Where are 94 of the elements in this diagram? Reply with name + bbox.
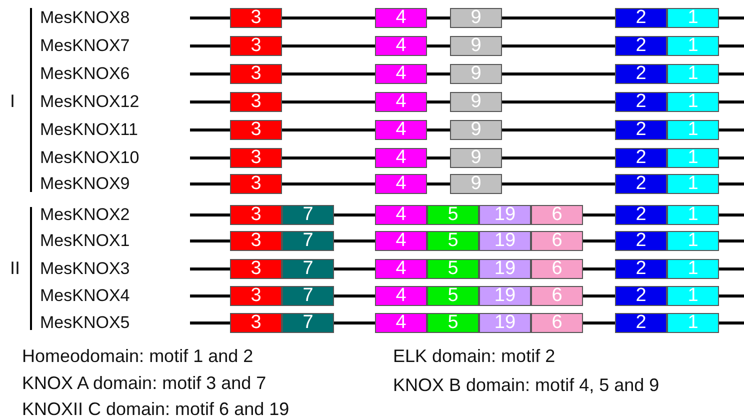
motif-box: 4	[375, 205, 427, 225]
motif-box: 3	[230, 205, 282, 225]
motif-box: 3	[230, 286, 282, 306]
motif-box: 1	[667, 259, 719, 279]
motif-box: 3	[230, 8, 282, 28]
legend-note: ELK domain: motif 2	[393, 346, 556, 368]
motif-box: 1	[667, 286, 719, 306]
motif-box: 3	[230, 174, 282, 194]
motif-box: 1	[667, 231, 719, 251]
motif-box: 3	[230, 148, 282, 168]
motif-box: 9	[450, 36, 502, 56]
group-label: I	[10, 91, 16, 113]
motif-box: 9	[450, 64, 502, 84]
motif-box: 2	[615, 259, 667, 279]
motif-box: 4	[375, 92, 427, 112]
motif-box: 6	[531, 205, 583, 225]
motif-box: 1	[667, 148, 719, 168]
motif-box: 7	[282, 259, 334, 279]
motif-box: 9	[450, 120, 502, 140]
motif-box: 4	[375, 286, 427, 306]
motif-box: 2	[615, 36, 667, 56]
motif-box: 4	[375, 313, 427, 333]
motif-box: 4	[375, 64, 427, 84]
motif-box: 7	[282, 313, 334, 333]
motif-box: 9	[450, 8, 502, 28]
motif-box: 4	[375, 148, 427, 168]
motif-box: 3	[230, 259, 282, 279]
motif-box: 2	[615, 231, 667, 251]
motif-box: 19	[479, 231, 531, 251]
motif-box: 1	[667, 120, 719, 140]
motif-box: 9	[450, 148, 502, 168]
legend-note: KNOX A domain: motif 3 and 7	[22, 373, 266, 395]
legend-note: Homeodomain: motif 1 and 2	[22, 346, 254, 368]
motif-box: 9	[450, 174, 502, 194]
motif-box: 6	[531, 259, 583, 279]
gene-name: MesKNOX7	[40, 36, 130, 56]
motif-box: 2	[615, 64, 667, 84]
motif-box: 19	[479, 286, 531, 306]
motif-box: 1	[667, 174, 719, 194]
gene-name: MesKNOX11	[40, 120, 138, 140]
gene-name: MesKNOX1	[40, 230, 130, 252]
gene-name: MesKNOX10	[40, 148, 140, 168]
motif-box: 19	[479, 205, 531, 225]
motif-box: 3	[230, 313, 282, 333]
motif-box: 9	[450, 92, 502, 112]
motif-box: 2	[615, 120, 667, 140]
motif-box: 7	[282, 231, 334, 251]
motif-box: 4	[375, 259, 427, 279]
motif-box: 3	[230, 92, 282, 112]
motif-box: 19	[479, 259, 531, 279]
motif-box: 19	[479, 313, 531, 333]
motif-box: 6	[531, 313, 583, 333]
motif-box: 5	[427, 259, 479, 279]
motif-box: 2	[615, 148, 667, 168]
motif-box: 5	[427, 313, 479, 333]
motif-box: 7	[282, 286, 334, 306]
motif-box: 1	[667, 36, 719, 56]
gene-name: MesKNOX2	[40, 204, 130, 226]
motif-box: 4	[375, 120, 427, 140]
motif-box: 4	[375, 174, 427, 194]
motif-box: 2	[615, 313, 667, 333]
group-label: II	[10, 258, 20, 280]
motif-box: 2	[615, 286, 667, 306]
motif-box: 5	[427, 205, 479, 225]
gene-name: MesKNOX12	[40, 92, 140, 112]
motif-box: 4	[375, 36, 427, 56]
gene-name: MesKNOX4	[40, 286, 130, 306]
motif-box: 2	[615, 8, 667, 28]
motif-box: 3	[230, 36, 282, 56]
motif-box: 1	[667, 313, 719, 333]
motif-box: 5	[427, 286, 479, 306]
motif-box: 6	[531, 231, 583, 251]
motif-box: 2	[615, 174, 667, 194]
motif-box: 4	[375, 231, 427, 251]
gene-name: MesKNOX5	[40, 312, 130, 334]
legend-note: KNOXII C domain: motif 6 and 19	[22, 399, 290, 420]
motif-box: 1	[667, 8, 719, 28]
motif-box: 3	[230, 231, 282, 251]
gene-name: MesKNOX6	[40, 64, 130, 84]
gene-name: MesKNOX8	[40, 8, 130, 28]
motif-box: 7	[282, 205, 334, 225]
motif-box: 1	[667, 92, 719, 112]
motif-box: 1	[667, 64, 719, 84]
motif-box: 4	[375, 8, 427, 28]
motif-box: 5	[427, 231, 479, 251]
motif-box: 6	[531, 286, 583, 306]
legend-note: KNOX B domain: motif 4, 5 and 9	[393, 375, 660, 397]
motif-box: 3	[230, 64, 282, 84]
gene-name: MesKNOX9	[40, 174, 130, 194]
gene-name: MesKNOX3	[40, 258, 130, 280]
motif-box: 2	[615, 92, 667, 112]
motif-box: 1	[667, 205, 719, 225]
motif-box: 3	[230, 120, 282, 140]
motif-box: 2	[615, 205, 667, 225]
